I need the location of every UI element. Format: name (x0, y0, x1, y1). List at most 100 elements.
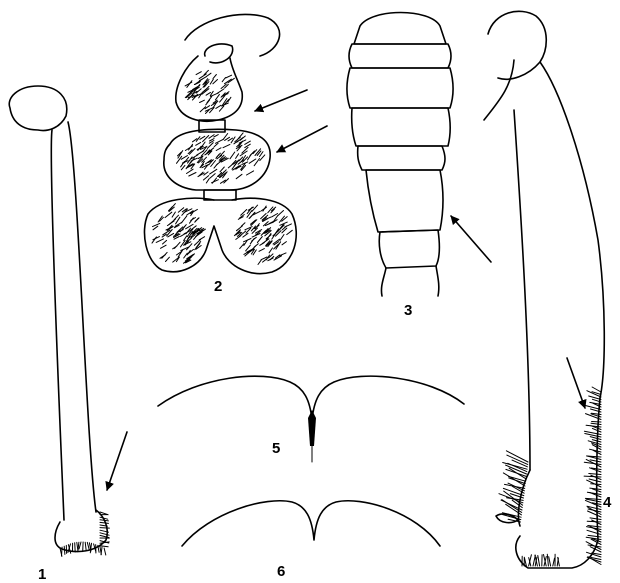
segment-hair (210, 174, 215, 179)
segment-hair (181, 165, 185, 169)
segment-hair (287, 230, 293, 234)
segment-hair (153, 226, 158, 230)
leg-tip-spine (100, 520, 108, 521)
fig-label-1: 1 (38, 566, 46, 583)
segment-hair (163, 240, 167, 244)
body-tip-right (436, 266, 439, 296)
segment-hair (268, 258, 273, 261)
body-segment-6 (366, 170, 443, 232)
margin-curve-6 (182, 501, 440, 546)
figure-1-leg-segment: 1 (9, 86, 127, 583)
segment-hair (166, 257, 170, 261)
segment-hair (204, 172, 208, 175)
segment-hair (245, 144, 251, 147)
segment-hair (278, 211, 284, 216)
segment-hair (190, 218, 194, 223)
leg-tip (55, 510, 107, 552)
segment-hair (196, 72, 201, 75)
segment-hair (236, 154, 239, 159)
segment-hair (172, 212, 175, 217)
body-segment-7 (379, 230, 439, 268)
leg-tip-spine (101, 547, 102, 555)
segment-hair (240, 136, 245, 140)
figure-2-hairy-segments: 2 (144, 14, 327, 295)
segment-hair (269, 248, 272, 253)
segment-hair (181, 216, 186, 223)
segment-hair (248, 154, 252, 160)
leg-tip-spine (64, 546, 65, 554)
segment-hair (228, 164, 233, 168)
segment-hair (215, 94, 219, 100)
segment-hair (243, 233, 248, 237)
segment-hair (220, 167, 224, 172)
leg-tip-spine (62, 547, 63, 556)
leg4-hair (588, 535, 601, 537)
body-segment-3 (347, 68, 453, 108)
segment-hair (250, 238, 254, 243)
segment-hair (156, 239, 163, 243)
leg-tip-spine (75, 543, 76, 552)
leg4-hair (499, 494, 523, 503)
body-tip-left (381, 268, 386, 296)
arrow-fig4 (567, 358, 585, 408)
segment-hair (210, 169, 217, 174)
segment-hair (184, 236, 187, 241)
leg4-hair (547, 554, 548, 566)
figure-4-stout-leg: 4 (484, 11, 612, 568)
leg4-upper-left (484, 60, 514, 120)
segment-hair (257, 237, 262, 243)
body-segment-4 (352, 108, 451, 146)
segment-hair (228, 138, 233, 141)
leg4-joint-cap (488, 11, 546, 79)
segment-hair (226, 75, 232, 78)
segment-hair (250, 213, 255, 219)
segment-hair (186, 224, 194, 229)
fig-label-5: 5 (272, 440, 280, 457)
segment-hair (206, 73, 211, 76)
segment-hair (165, 212, 172, 217)
segment-hair (200, 136, 205, 139)
segment-neck (205, 44, 233, 63)
body-segment-5 (358, 146, 445, 170)
segment-hair (189, 173, 196, 177)
segment-hair (201, 150, 207, 156)
leg4-shaft-left (514, 110, 530, 470)
leg-tip-spine (104, 548, 106, 555)
arrow-fig2-lower (277, 126, 327, 152)
leg-tip-spine (85, 542, 86, 550)
segment-hairs (152, 70, 292, 264)
segment-hair (161, 245, 167, 248)
segment-hair (206, 92, 210, 95)
segment-hair (199, 74, 206, 79)
segment-hair (236, 174, 242, 178)
segment-hair (207, 143, 213, 149)
arrow-fig3 (451, 216, 491, 262)
leg-joint-cap (9, 86, 67, 130)
leg4-hair (592, 387, 601, 392)
segment-hair (209, 135, 214, 139)
segment-hair (203, 136, 209, 142)
fig-label-4: 4 (603, 494, 612, 511)
fig-label-2: 2 (214, 278, 222, 295)
segment-hair (200, 100, 205, 102)
figure-6-notched-margin: 6 (182, 501, 440, 580)
figure-5-notched-margin: 5 (158, 376, 464, 462)
leg4-hair (549, 557, 551, 566)
leg-tip-spine (87, 542, 89, 549)
leg-tip-spine (78, 542, 79, 551)
leg-tip-spine (100, 528, 109, 529)
segment-hair (252, 205, 258, 211)
arrow-fig1 (107, 432, 127, 490)
leg4-hair (589, 474, 601, 475)
segment-hair (259, 249, 264, 252)
dark-notch-mark (308, 410, 316, 446)
segment-hair (174, 215, 178, 220)
leg4-hair (592, 422, 601, 423)
segment-hair (247, 171, 254, 175)
segment-hair (222, 78, 225, 82)
leg-shaft-right-edge (68, 122, 96, 512)
segment-hair (177, 156, 182, 163)
segment-hair (203, 176, 208, 180)
segment-hair (184, 253, 188, 258)
